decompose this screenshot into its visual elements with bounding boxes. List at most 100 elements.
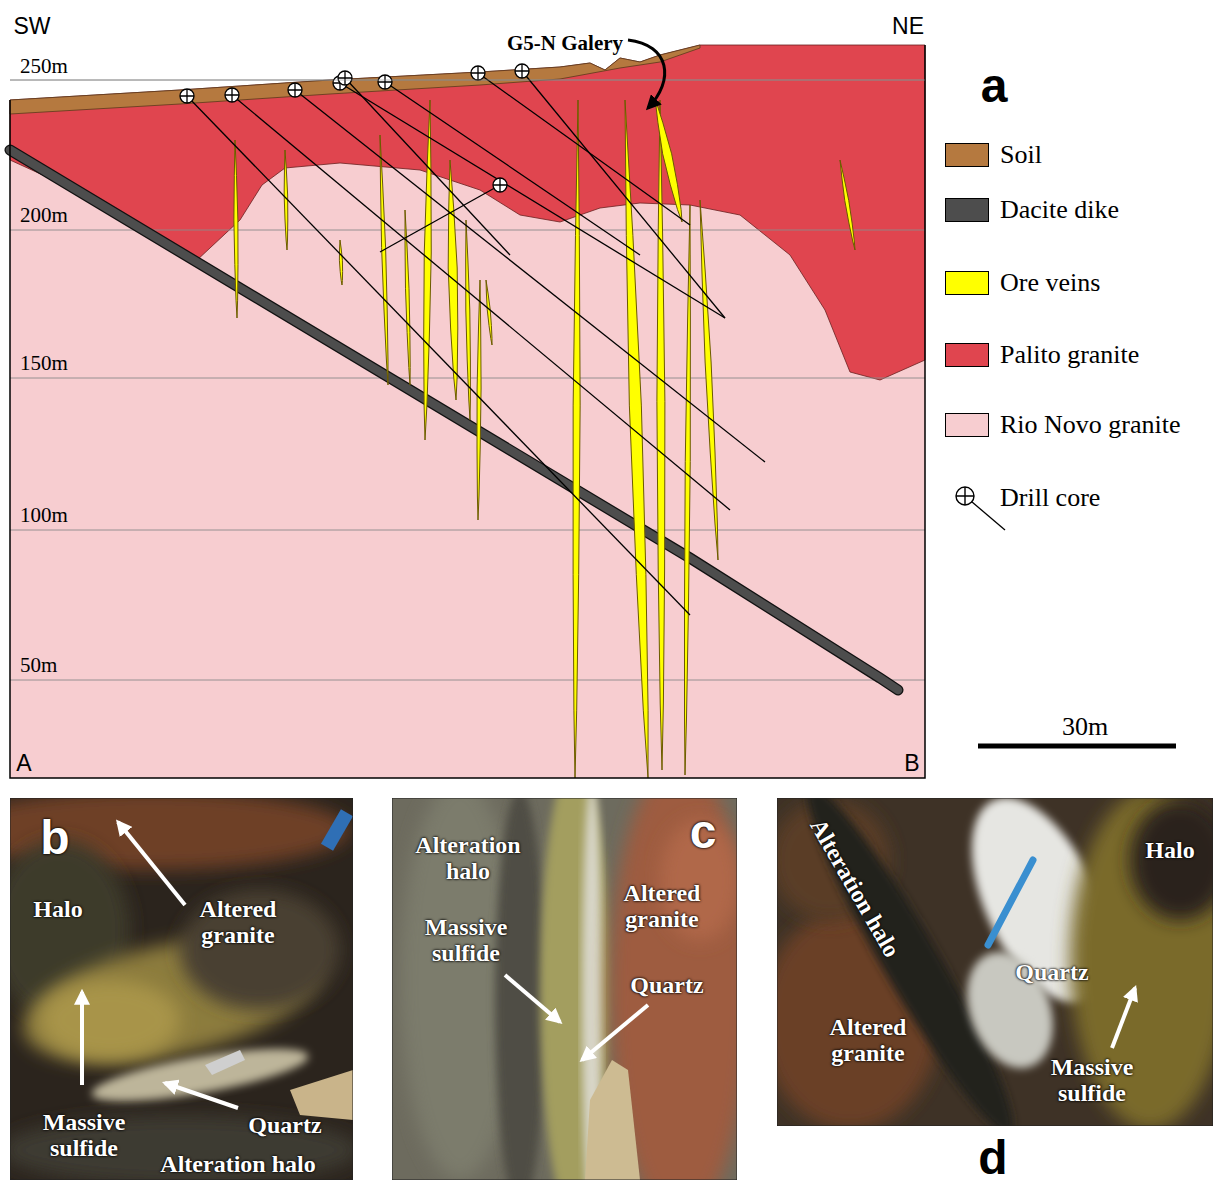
elevation-line xyxy=(10,80,925,81)
section-label: a xyxy=(981,60,1008,113)
ore-vein xyxy=(234,140,238,318)
collar-cross xyxy=(515,64,529,78)
pen xyxy=(988,860,1033,945)
photo-label: b xyxy=(40,812,69,865)
pointer-arrow xyxy=(1112,988,1135,1048)
photo-label: Massive sulfide xyxy=(406,914,526,967)
legend-text: Ore veins xyxy=(1000,268,1100,298)
photo-frame xyxy=(10,798,353,1180)
drill-collar xyxy=(493,178,507,192)
hammer-handle xyxy=(321,809,353,851)
legend-swatch xyxy=(945,143,989,167)
photo-tone xyxy=(89,1038,312,1112)
symbol-cross xyxy=(956,487,974,505)
legend-row: Rio Novo granite xyxy=(945,410,1181,440)
legend-text: Palito granite xyxy=(1000,340,1139,370)
legend-row: Soil xyxy=(945,140,1042,170)
drill-collar xyxy=(288,83,302,97)
section-label: NE xyxy=(892,14,924,39)
photo-label: Quartz xyxy=(248,1112,321,1138)
section-label: SW xyxy=(13,14,50,39)
ore-vein xyxy=(840,160,855,250)
pointer-arrow xyxy=(118,822,185,905)
drill-trace xyxy=(380,185,500,252)
collar-cross xyxy=(471,66,485,80)
ore-vein xyxy=(685,205,691,775)
collar-circle xyxy=(288,83,302,97)
ore-vein xyxy=(700,200,718,560)
drill-collar xyxy=(338,71,352,85)
photo-b xyxy=(10,798,353,1180)
section-label: B xyxy=(904,751,919,776)
photo-label: Alteration halo xyxy=(160,1151,315,1177)
photo-label: d xyxy=(978,1132,1007,1184)
drill-trace xyxy=(232,95,730,510)
photo-label: Massive sulfide xyxy=(29,1109,139,1162)
drill-collar xyxy=(471,66,485,80)
pointer-arrow xyxy=(582,1005,648,1060)
drill-core-symbol xyxy=(956,487,1005,530)
section-label: 50m xyxy=(20,654,57,677)
section-label: 100m xyxy=(20,504,68,527)
drill-collar xyxy=(378,75,392,89)
photo-label: Altered granite xyxy=(173,896,303,949)
section-frame xyxy=(10,45,925,778)
legend-text: Soil xyxy=(1000,140,1042,170)
collar-circle xyxy=(515,64,529,78)
elevation-line xyxy=(10,530,925,531)
photo-tone xyxy=(10,798,350,870)
photo-label: Quartz xyxy=(1015,959,1088,985)
collar-circle xyxy=(493,178,507,192)
drill-trace xyxy=(345,78,510,255)
pointer-arrow xyxy=(165,1083,238,1108)
photo-label: Quartz xyxy=(630,972,703,998)
legend-row: Dacite dike xyxy=(945,195,1119,225)
ore-vein xyxy=(466,220,471,420)
legend-swatch xyxy=(945,413,989,437)
pointer-arrow xyxy=(80,992,84,1085)
cross-section xyxy=(10,40,925,778)
photo-c xyxy=(392,798,737,1180)
collar-cross xyxy=(493,178,507,192)
ore-vein xyxy=(477,280,481,520)
legend-text: Rio Novo granite xyxy=(1000,410,1181,440)
photo-frame xyxy=(392,798,737,1180)
legend-row: Palito granite xyxy=(945,340,1139,370)
ore-vein xyxy=(380,135,388,385)
drill-trace xyxy=(340,83,725,318)
ore-vein xyxy=(339,240,342,285)
elevation-line xyxy=(10,80,925,81)
elevation-line xyxy=(10,680,925,681)
photo-tone xyxy=(1130,800,1213,920)
photo-label: Halo xyxy=(33,896,82,922)
photo-d xyxy=(777,798,1213,1126)
photo-label: c xyxy=(690,806,717,859)
photo-label: Halo xyxy=(1145,837,1194,863)
section-label: 250m xyxy=(20,55,68,78)
photo-frame xyxy=(777,798,1213,1126)
legend-text: Dacite dike xyxy=(1000,195,1119,225)
section-label: A xyxy=(16,751,31,776)
collar-cross xyxy=(378,75,392,89)
gallery-arrow xyxy=(628,40,665,108)
collar-cross xyxy=(225,88,239,102)
collar-circle xyxy=(378,75,392,89)
dike-outline xyxy=(10,150,898,690)
legend-swatch xyxy=(945,271,989,295)
scale-bar xyxy=(978,744,1176,749)
drill-trace xyxy=(295,90,765,462)
legend-text: Drill core xyxy=(1000,483,1100,513)
photo-label: Altered granite xyxy=(808,1014,928,1067)
ore-vein xyxy=(573,100,580,778)
ore-vein xyxy=(486,280,492,345)
photo-label: Alteration halo xyxy=(403,832,533,885)
photo-label: Massive sulfide xyxy=(1032,1054,1152,1107)
symbol-circle xyxy=(956,487,974,505)
legend-row: Drill core xyxy=(945,483,1100,513)
section-label: 30m xyxy=(1062,713,1108,742)
section-label: 150m xyxy=(20,352,68,375)
ore-vein xyxy=(657,100,665,770)
hammer-head xyxy=(205,1050,245,1075)
collar-circle xyxy=(180,89,194,103)
